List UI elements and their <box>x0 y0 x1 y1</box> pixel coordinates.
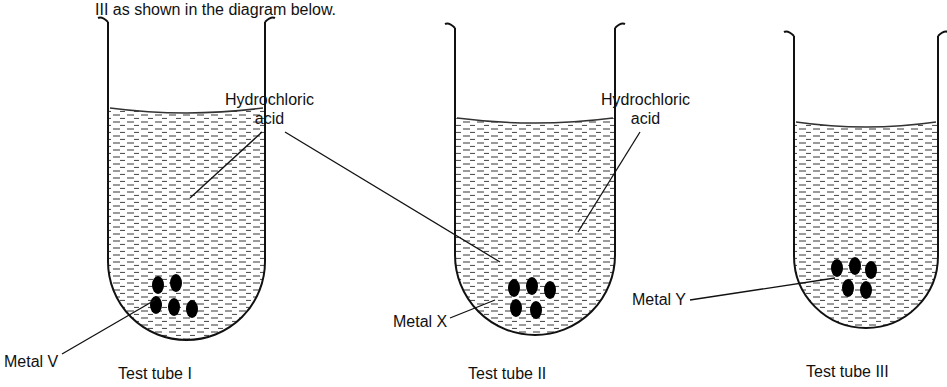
metal-pellet <box>860 281 872 299</box>
metal-pellet <box>865 261 877 279</box>
metal-pellet <box>508 279 520 297</box>
test-tube <box>455 28 615 335</box>
liquid-surface <box>457 118 613 123</box>
test-tube <box>108 22 265 340</box>
acid-liquid <box>455 118 615 335</box>
acid-label: Hydrochloric acid <box>222 90 317 128</box>
leader-line <box>62 300 155 354</box>
liquid-surface <box>110 108 263 113</box>
metal-pellet <box>842 279 854 297</box>
tube-lip <box>265 18 275 23</box>
leader-line <box>450 300 495 318</box>
tube-lip <box>615 24 625 29</box>
tube-lip <box>784 32 794 37</box>
tube-lip <box>938 32 947 37</box>
metal-pellet <box>526 277 538 295</box>
leader-line <box>690 278 835 300</box>
metal-pellet <box>510 299 522 317</box>
metal-label: Metal V <box>4 352 58 371</box>
tube-label: Test tube I <box>118 364 192 383</box>
metal-pellet <box>530 301 542 319</box>
metal-pellet <box>170 274 182 292</box>
metal-pellet <box>849 257 861 275</box>
metal-pellet <box>150 296 162 314</box>
tube-label: Test tube II <box>468 364 546 383</box>
metal-pellet <box>152 276 164 294</box>
metal-pellet <box>186 300 198 318</box>
liquid-surface <box>796 122 936 127</box>
metal-pellet <box>831 259 843 277</box>
leader-line <box>190 132 262 198</box>
tube-label: Test tube III <box>806 362 889 381</box>
question-text: III as shown in the diagram below. <box>95 0 336 19</box>
acid-label: Hydrochloric acid <box>598 90 693 128</box>
tube-lip <box>98 18 108 23</box>
leader-line <box>285 132 500 262</box>
acid-liquid <box>794 122 938 328</box>
metal-pellet <box>544 281 556 299</box>
test-tube <box>794 36 938 328</box>
metal-label: Metal X <box>393 312 447 331</box>
acid-liquid <box>108 108 265 340</box>
leader-line <box>578 132 640 232</box>
metal-pellet <box>168 298 180 316</box>
metal-label: Metal Y <box>632 290 686 309</box>
tube-lip <box>445 24 455 29</box>
